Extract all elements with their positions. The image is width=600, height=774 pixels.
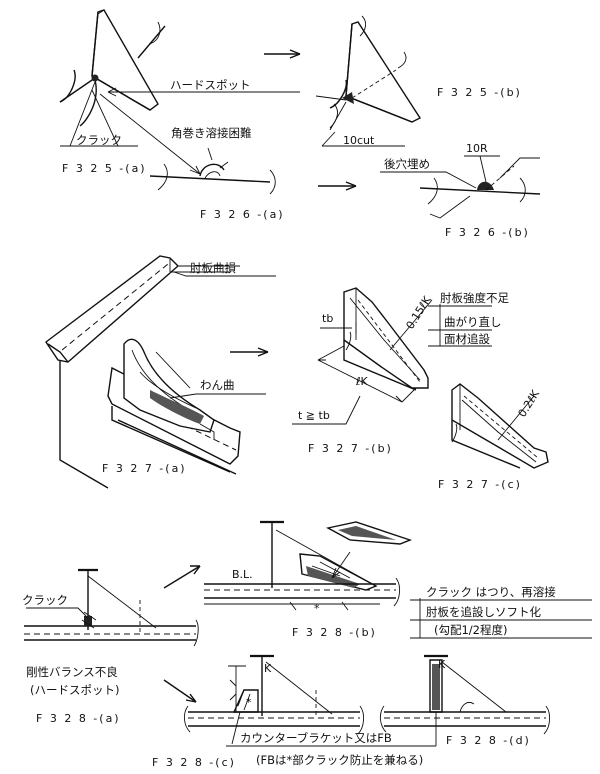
arrow-middle [230, 347, 269, 357]
star-mark-c: * [246, 696, 252, 709]
counter-note-label: (FBは*部クラック防止を兼ねる) [256, 753, 423, 767]
figure-code-f327c: F 3 2 7 -(c) [438, 478, 522, 491]
k-mark-c: K [264, 662, 272, 675]
figure-code-f327a: F 3 2 7 -(a) [102, 462, 187, 475]
crack-label-a: クラック [76, 133, 122, 147]
straighten-label: 曲がり直し [444, 315, 502, 329]
hard-spot-label: ハードスポット [170, 78, 251, 92]
figure-f327c: 0.2ℓK F 3 2 7 -(c) [438, 383, 549, 491]
figure-f326b: 10R 後穴埋め F 3 2 6 -(b) [380, 142, 541, 239]
figure-code-f328c: F 3 2 8 -(c) [152, 756, 236, 769]
figure-code-f328a: F 3 2 8 -(a) [36, 712, 121, 725]
figure-f327a: 肘板曲損 わん曲 F 3 2 7 -(a) [45, 255, 276, 489]
remedy-table: クラック はつり、再溶接 肘板を追設しソフト化 (勾配1/2程度) [410, 585, 592, 639]
figure-f325a: ハードスポット クラック 角巻き溶接困難 F 3 2 5 -(a) [59, 9, 300, 175]
remedy-line-2: 肘板を追設しソフト化 [426, 605, 541, 619]
hardspot-paren-label: (ハードスポット) [30, 683, 119, 697]
figure-f328a: クラック 剛性バランス不良 (ハードスポット) F 3 2 8 -(a) [22, 568, 199, 725]
figure-code-f328b: F 3 2 8 -(b) [292, 626, 377, 639]
figure-code-f327b: F 3 2 7 -(b) [308, 442, 393, 455]
cut10-label: 10cut [343, 134, 375, 147]
bend-label: わん曲 [200, 378, 235, 392]
face-add-label: 面材追設 [444, 332, 490, 346]
figure-f328d: K F 3 2 8 -(d) [379, 654, 551, 747]
figure-code-f326a: F 3 2 6 -(a) [200, 208, 285, 221]
k-mark-d: K [438, 658, 446, 671]
k015-label: 0.15ℓK [404, 293, 435, 331]
figure-code-f326b: F 3 2 6 -(b) [445, 226, 530, 239]
figure-code-f325b: F 3 2 5 -(b) [437, 86, 522, 99]
figure-f325b: 10cut F 3 2 5 -(b) [315, 15, 522, 147]
lk-label: ℓK [355, 375, 369, 388]
bl-label: B.L. [232, 568, 253, 581]
star-mark-b: * [314, 602, 320, 615]
remedy-line-3: (勾配1/2程度) [434, 623, 507, 637]
r10-label: 10R [466, 142, 488, 155]
arrow-f326 [318, 181, 357, 191]
arrow-top [264, 49, 301, 59]
figure-f327b: tb ℓK 0.15ℓK t ≧ tb 肘板強度不足 曲がり直し 面材追設 F … [292, 287, 509, 455]
remedy-line-1: クラック はつり、再溶接 [426, 585, 556, 599]
figure-f328c: K * カウンターブラケット又はFB (FBは*部クラック防止を兼ねる) F 3… [152, 654, 437, 769]
k02-label: 0.2ℓK [516, 387, 543, 419]
strength-lack-label: 肘板強度不足 [440, 291, 509, 305]
backfill-label: 後穴埋め [384, 157, 430, 171]
figure-code-f328d: F 3 2 8 -(d) [446, 734, 531, 747]
crack-label-328a: クラック [22, 593, 68, 607]
figure-f328b: * B.L. F 3 2 8 -(b) [204, 520, 413, 639]
corner-weld-label: 角巻き溶接困難 [171, 126, 252, 140]
tb-label: tb [322, 312, 333, 325]
arrow-f328 [163, 565, 201, 703]
t-ge-tb-label: t ≧ tb [298, 409, 330, 422]
rigidity-label: 剛性バランス不良 [26, 665, 118, 679]
figure-code-f325a: F 3 2 5 -(a) [62, 162, 147, 175]
counter-bracket-label: カウンターブラケット又はFB [240, 731, 392, 745]
bracket-bend-label: 肘板曲損 [190, 261, 236, 275]
figure-f326a: F 3 2 6 -(a) [149, 147, 285, 221]
